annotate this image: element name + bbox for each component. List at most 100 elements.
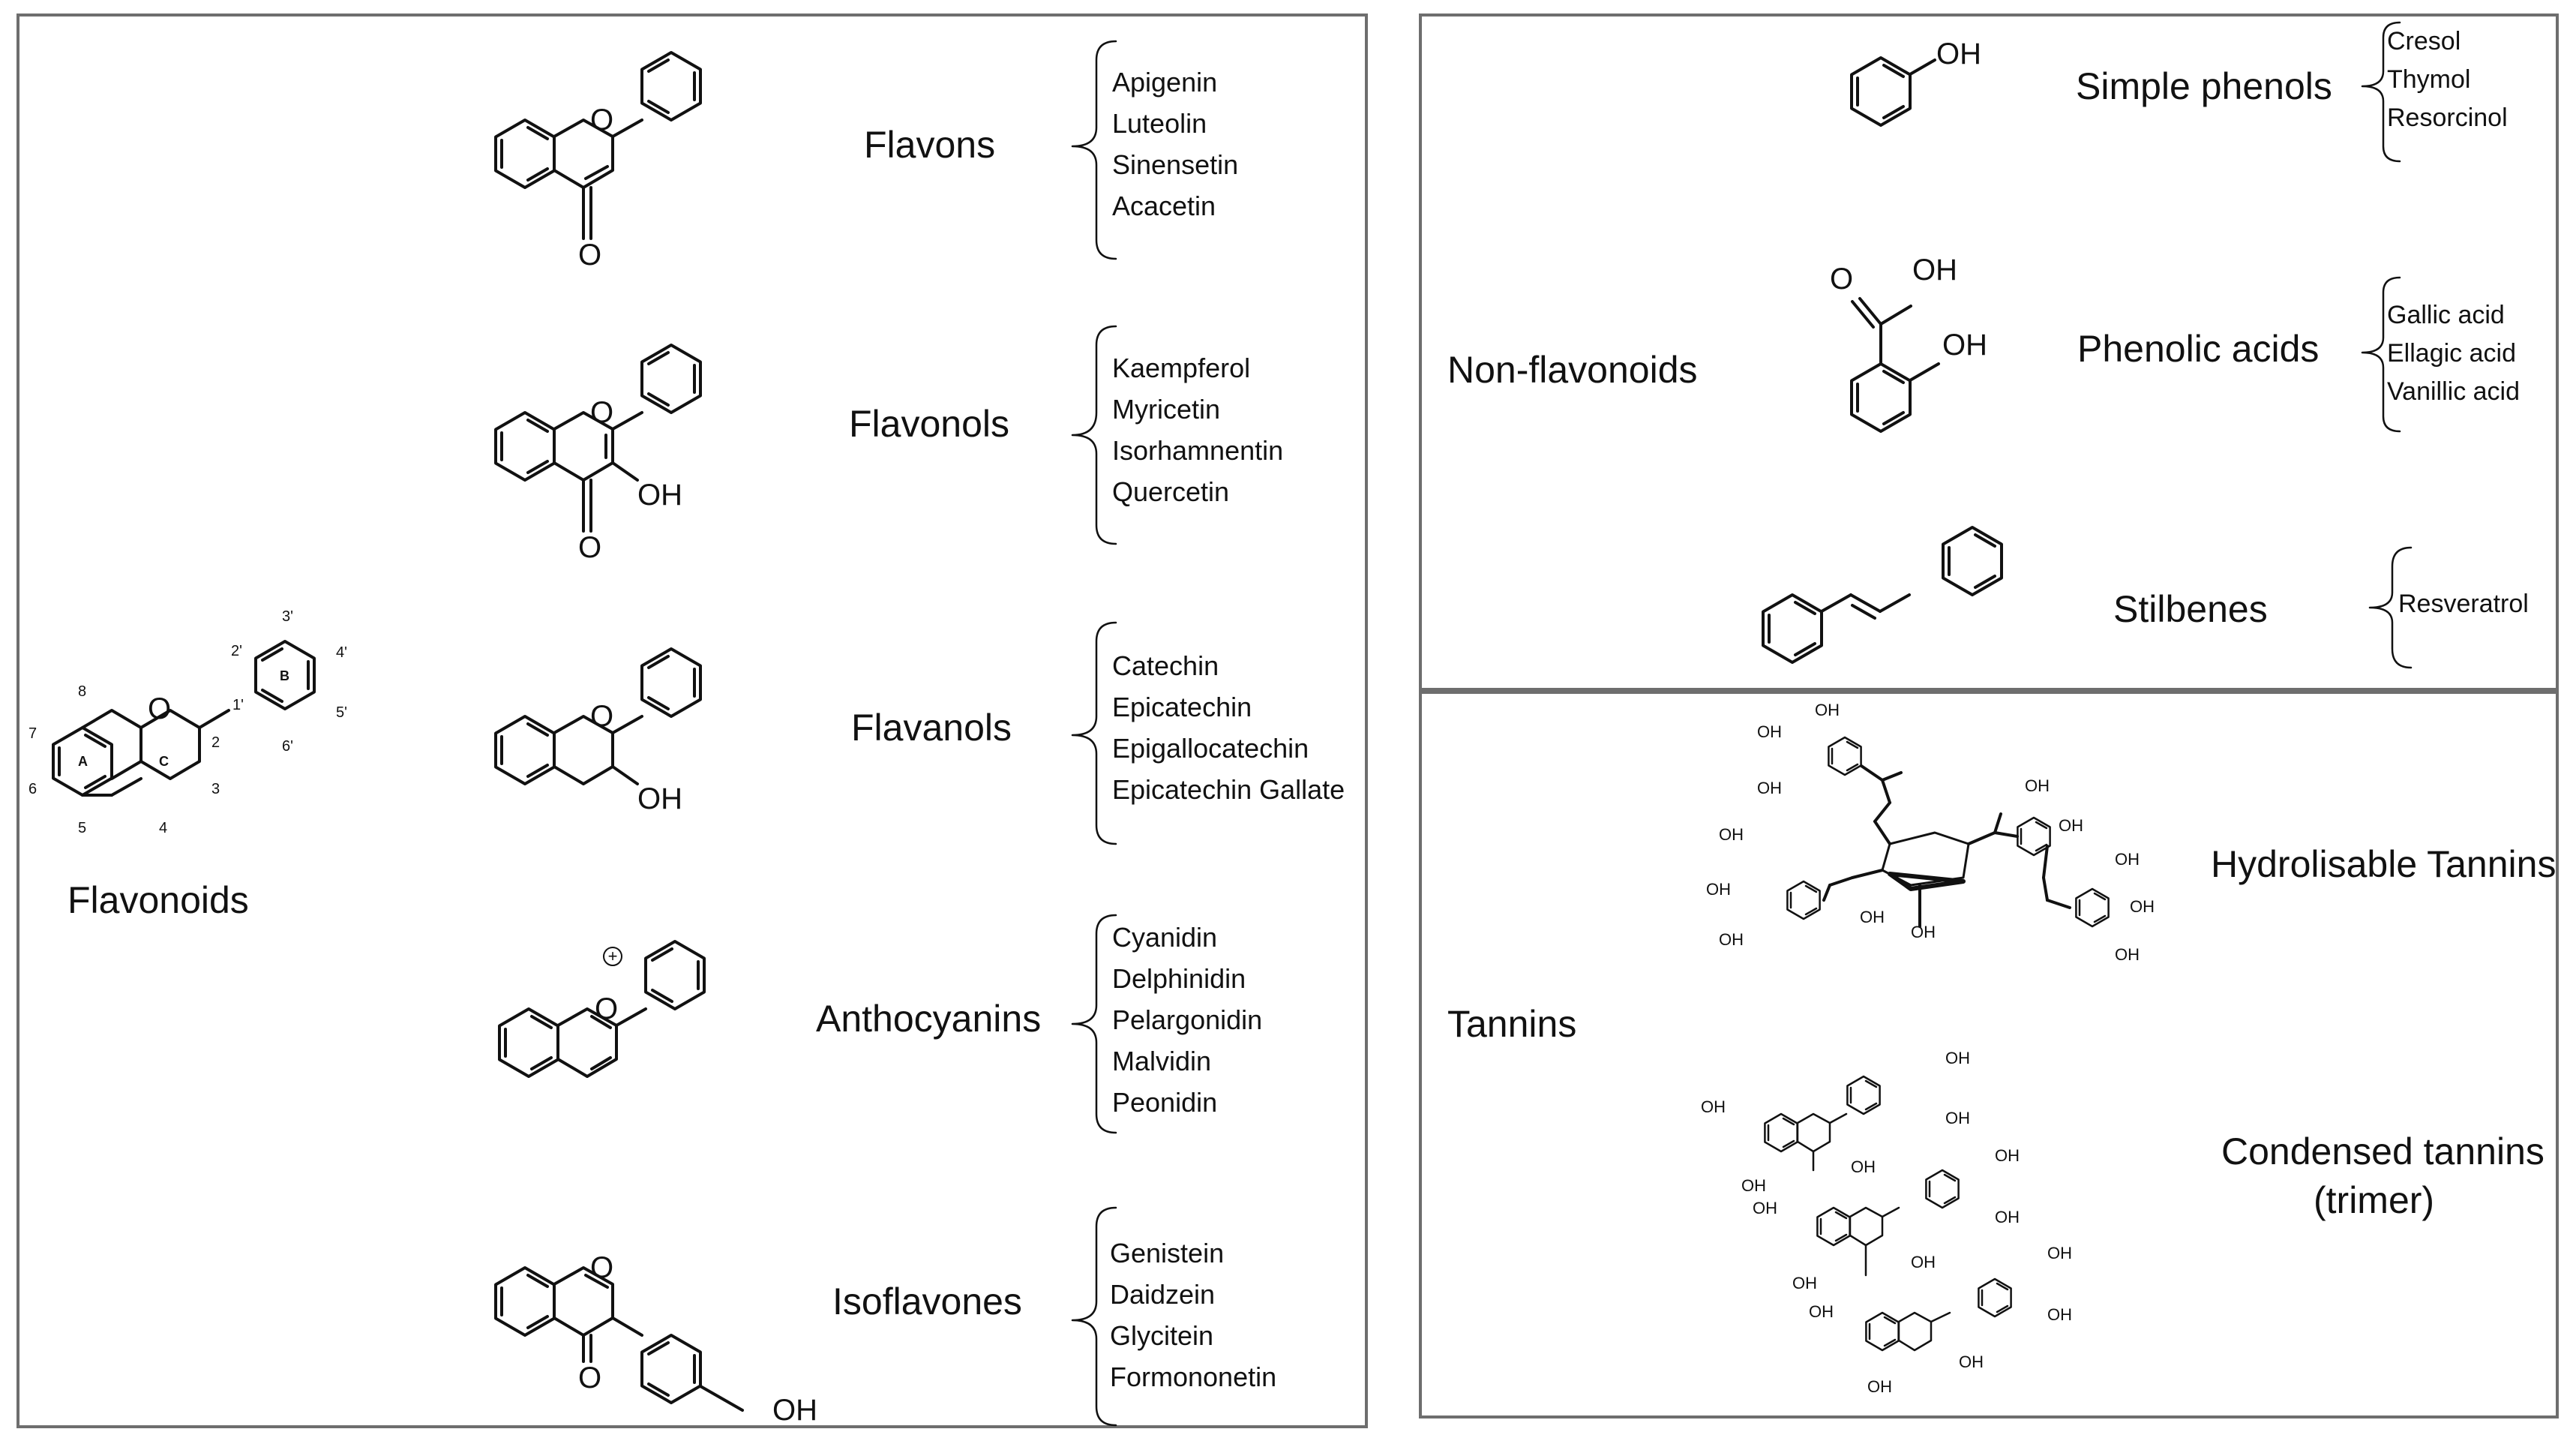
flavonoid-core-structure xyxy=(52,640,316,797)
flavonols-label: Flavonols xyxy=(849,403,1009,445)
member-cresol: Cresol xyxy=(2387,27,2461,56)
isoflavone-oxygen: O xyxy=(590,1251,614,1284)
condensed-oh-2: OH xyxy=(1945,1109,1970,1127)
simple-phenols-label: Simple phenols xyxy=(2076,65,2332,107)
flavone-structure xyxy=(494,51,702,240)
position-1p-label: 1' xyxy=(232,697,244,713)
member-genistein: Genistein xyxy=(1110,1238,1225,1268)
member-epicatechin: Epicatechin xyxy=(1112,692,1252,722)
position-4p-label: 4' xyxy=(336,644,347,661)
member-vanillic-acid: Vanillic acid xyxy=(2387,377,2521,406)
flavanol-structure xyxy=(494,647,702,785)
flavone-carbonyl-oxygen: O xyxy=(578,239,602,272)
tannin-oh-3: OH xyxy=(1757,779,1782,797)
tannin-oh-9: OH xyxy=(1860,908,1885,926)
flavonol-hydroxyl: OH xyxy=(637,479,682,512)
acid-hydroxyl: OH xyxy=(1912,254,1957,287)
position-3p-label: 3' xyxy=(282,608,293,625)
condensed-oh-7: OH xyxy=(1995,1208,2020,1226)
member-quercetin: Quercetin xyxy=(1112,476,1230,507)
position-6-label: 6 xyxy=(28,781,37,797)
phenol-hydroxyl: OH xyxy=(1936,38,1981,71)
member-epicatechin-gallate: Epicatechin Gallate xyxy=(1112,774,1345,805)
condensed-oh-8: OH xyxy=(1753,1199,1777,1217)
member-glycitein: Glycitein xyxy=(1110,1320,1214,1351)
member-epigallocatechin: Epigallocatechin xyxy=(1112,733,1309,764)
flavone-oxygen: O xyxy=(590,104,614,137)
member-peonidin: Peonidin xyxy=(1112,1087,1218,1118)
position-2p-label: 2' xyxy=(231,643,242,659)
condensed-oh-1: OH xyxy=(1945,1049,1970,1067)
isoflavones-members: Genistein Daidzein Glycitein Formononeti… xyxy=(1110,1232,1276,1397)
braces xyxy=(1071,21,2413,1427)
member-malvidin: Malvidin xyxy=(1112,1046,1212,1076)
member-sinensetin: Sinensetin xyxy=(1112,149,1239,180)
flavons-label: Flavons xyxy=(864,124,996,166)
acid-carbonyl-oxygen: O xyxy=(1830,263,1854,296)
member-delphinidin: Delphinidin xyxy=(1112,963,1246,994)
tannin-oh-1: OH xyxy=(1815,701,1840,719)
non-flavonoids-title: Non-flavonoids xyxy=(1447,349,1698,391)
tannin-oh-12: OH xyxy=(2130,897,2155,916)
position-2-label: 2 xyxy=(211,734,220,751)
position-8-label: 8 xyxy=(78,683,87,700)
tannin-oh-10: OH xyxy=(1911,923,1936,941)
ring-c-label: C xyxy=(159,754,169,769)
condensed-oh-15: OH xyxy=(1867,1377,1892,1396)
member-luteolin: Luteolin xyxy=(1112,108,1207,139)
ring-a-label: A xyxy=(78,754,88,769)
member-thymol: Thymol xyxy=(2387,65,2471,94)
tannin-oh-6: OH xyxy=(1719,825,1744,844)
flavonoids-title: Flavonoids xyxy=(67,879,249,921)
tannin-oh-7: OH xyxy=(1706,880,1731,899)
member-pelargonidin: Pelargonidin xyxy=(1112,1004,1263,1035)
isoflavone-carbonyl-oxygen: O xyxy=(578,1361,602,1394)
position-5-label: 5 xyxy=(78,820,87,836)
position-6p-label: 6' xyxy=(282,738,293,755)
position-3-label: 3 xyxy=(211,781,220,797)
phenolic-acids-label: Phenolic acids xyxy=(2077,328,2320,370)
condensed-oh-14: OH xyxy=(1959,1352,1984,1371)
flavons-members: Apigenin Luteolin Sinensetin Acacetin xyxy=(1112,62,1238,227)
condensed-oh-3: OH xyxy=(1701,1097,1726,1116)
tannins-panel xyxy=(1419,691,2559,1418)
isoflavone-structure xyxy=(494,1266,744,1412)
flavonol-structure xyxy=(494,344,702,533)
position-4-label: 4 xyxy=(159,820,168,836)
anthocyanins-members: Cyanidin Delphinidin Pelargonidin Malvid… xyxy=(1112,917,1262,1123)
ring-b-label: B xyxy=(280,668,289,683)
tannins-title: Tannins xyxy=(1447,1003,1577,1045)
member-formononetin: Formononetin xyxy=(1110,1361,1277,1392)
condensed-oh-10: OH xyxy=(1911,1253,1936,1271)
hydrolysable-tannins-label: Hydrolisable Tannins xyxy=(2211,843,2557,885)
tannin-oh-11: OH xyxy=(2115,850,2140,869)
tannin-oh-4: OH xyxy=(2025,776,2050,795)
member-daidzein: Daidzein xyxy=(1110,1279,1216,1310)
anthocyanin-structure xyxy=(498,940,706,1078)
anthocyanin-plus-charge: + xyxy=(603,947,622,966)
member-cyanidin: Cyanidin xyxy=(1112,922,1218,953)
isoflavone-hydroxyl: OH xyxy=(772,1394,817,1427)
condensed-oh-4: OH xyxy=(1741,1176,1766,1195)
anthocyanins-label: Anthocyanins xyxy=(816,998,1042,1040)
flavonoids-panel xyxy=(16,14,1368,1428)
phenolic-acids-members: Gallic acid Ellagic acid Vanillic acid xyxy=(2387,296,2520,411)
condensed-oh-12: OH xyxy=(2047,1305,2072,1324)
tannin-oh-2: OH xyxy=(1757,722,1782,741)
condensed-oh-6: OH xyxy=(1995,1146,2020,1165)
tannin-oh-13: OH xyxy=(2115,945,2140,964)
phenolic-acid-structure xyxy=(1850,297,1940,433)
core-oxygen-label: O xyxy=(148,692,172,725)
condensed-tannin-structure xyxy=(1763,1075,2013,1352)
isoflavones-label: Isoflavones xyxy=(832,1280,1022,1322)
hydrolysable-tannin-structure xyxy=(1786,736,2110,928)
anthocyanin-oxygen: O xyxy=(595,992,619,1025)
phenolic-hydroxyl: OH xyxy=(1942,329,1987,362)
member-ellagic-acid: Ellagic acid xyxy=(2387,339,2516,368)
flavonol-carbonyl-oxygen: O xyxy=(578,531,602,564)
member-kaempferol: Kaempferol xyxy=(1112,353,1251,383)
member-resorcinol: Resorcinol xyxy=(2387,104,2508,132)
flavanol-oxygen: O xyxy=(590,700,614,733)
member-resveratrol: Resveratrol xyxy=(2398,590,2529,618)
position-5p-label: 5' xyxy=(336,704,347,721)
